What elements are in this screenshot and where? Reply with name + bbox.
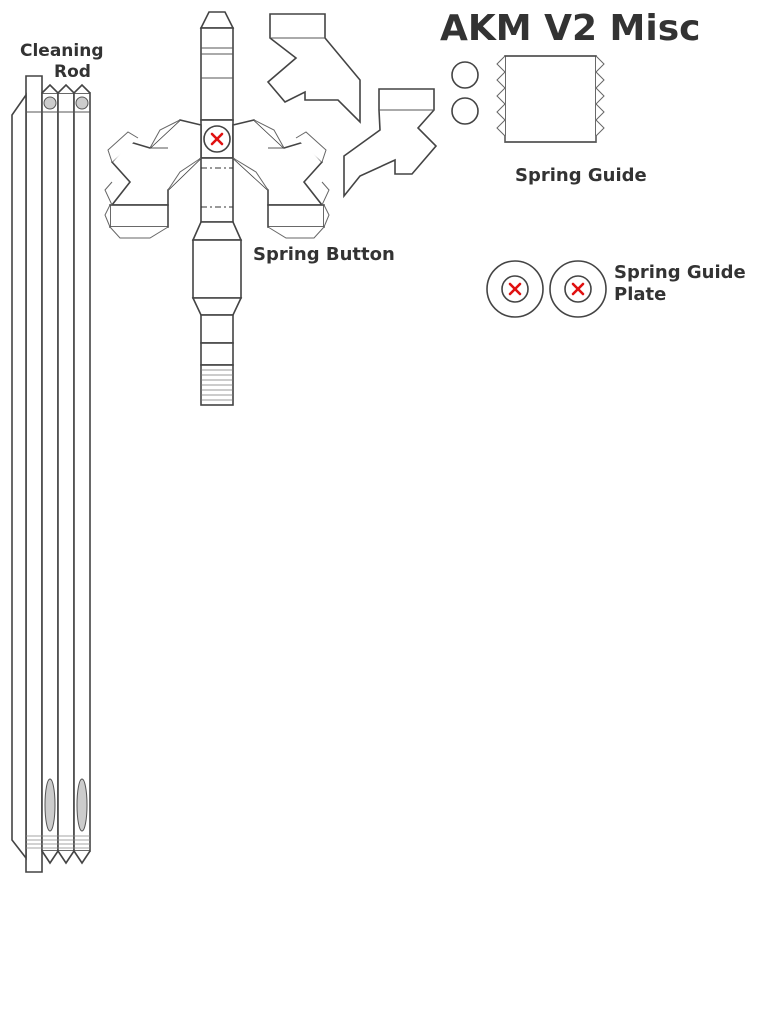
spring-guide-plate-label-line1: Spring Guide [614, 262, 746, 283]
cut-mark-x-icon [210, 132, 224, 146]
spring-guide-label: Spring Guide [515, 165, 647, 186]
spring-guide-plate-label-line2: Plate [614, 284, 666, 305]
spring-guide-part [451, 55, 605, 143]
cut-mark-x-icon [571, 282, 585, 296]
spring-button-label: Spring Button [253, 244, 395, 265]
spring-button-part [104, 11, 330, 406]
spring-guide-plate-part [486, 260, 607, 318]
angled-piece-upper [266, 13, 361, 124]
cleaning-rod-label-line1: Cleaning [20, 41, 104, 61]
page-title: AKM V2 Misc [440, 8, 701, 49]
cleaning-rod-label-line2: Rod [54, 62, 91, 82]
cut-mark-x-icon [508, 282, 522, 296]
angled-piece-lower [343, 88, 438, 199]
cleaning-rod-part [11, 75, 91, 873]
